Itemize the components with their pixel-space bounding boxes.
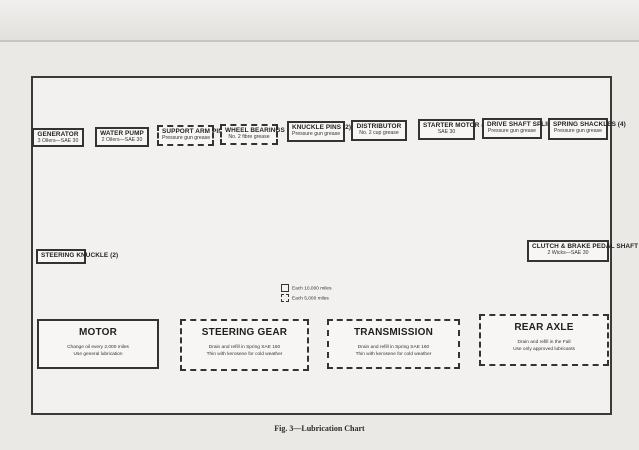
callout-support-arm-pins-sub: Pressure gun grease	[162, 135, 211, 141]
callout-water-pump-sub: 2 Oilers—SAE 30	[101, 137, 143, 143]
callout-knuckle-pins-sub: Pressure gun grease	[292, 131, 341, 137]
info-box-steering-gear-line2: Thin with kerosene for cold weather	[206, 352, 283, 357]
callout-drive-shaft-spline-sub: Pressure gun grease	[487, 128, 537, 134]
info-box-transmission-line1: Drain and refill in Spring SAE 160	[357, 345, 430, 350]
callout-water-pump-title: WATER PUMP	[100, 130, 144, 137]
callout-generator-sub: 3 Oilers—SAE 30	[37, 138, 79, 144]
info-box-motor-line1: Change oil every 2,000 miles	[67, 345, 129, 350]
legend-solid-swatch	[281, 284, 289, 292]
callout-distributor-title: DISTRIBUTOR	[356, 123, 402, 130]
interval-legend: Each 10,000 miles Each 5,000 miles	[281, 284, 331, 305]
callout-drive-shaft-spline-title: DRIVE SHAFT SPLINE	[487, 121, 557, 128]
legend-item-dashed: Each 5,000 miles	[281, 294, 331, 304]
info-box-motor-line2: Use general lubrication	[73, 352, 123, 357]
info-box-rear-axle: REAR AXLE Drain and refill in the Fall U…	[479, 314, 609, 366]
callout-knuckle-pins: KNUCKLE PINS (2) Pressure gun grease	[287, 121, 352, 142]
callout-starter-motor: STARTER MOTOR (1) SAE 30	[418, 119, 490, 140]
page-top-margin	[0, 0, 639, 42]
info-box-motor: MOTOR Change oil every 2,000 miles Use g…	[37, 319, 159, 369]
callout-distributor-sub: No. 2 cup grease	[359, 130, 399, 136]
callout-generator: GENERATOR 3 Oilers—SAE 30	[32, 128, 84, 147]
legend-solid-label: Each 10,000 miles	[292, 286, 332, 292]
callout-knuckle-pins-title: KNUCKLE PINS (2)	[292, 124, 352, 131]
legend-dashed-swatch	[281, 294, 289, 303]
callout-distributor: DISTRIBUTOR No. 2 cup grease	[351, 120, 407, 141]
callout-drive-shaft-spline: DRIVE SHAFT SPLINE Pressure gun grease	[482, 118, 557, 139]
info-box-transmission: TRANSMISSION Drain and refill in Spring …	[327, 319, 460, 369]
callout-support-arm-pins: SUPPORT ARM PINS (2) Pressure gun grease	[157, 125, 238, 146]
info-box-steering-gear: STEERING GEAR Drain and refill in Spring…	[180, 319, 309, 371]
info-box-steering-gear-line1: Drain and refill in Spring SAE 160	[208, 345, 281, 350]
callout-wheel-bearings-sub: No. 2 fibre grease	[228, 134, 270, 140]
callout-starter-motor-sub: SAE 30	[437, 129, 456, 135]
info-box-transmission-title: TRANSMISSION	[353, 327, 434, 338]
callout-wheel-bearings-title: WHEEL BEARINGS (4)	[225, 127, 295, 134]
info-box-steering-gear-title: STEERING GEAR	[201, 327, 288, 338]
callout-steering-knuckle-title: STEERING KNUCKLE (2)	[41, 252, 119, 259]
info-box-rear-axle-title: REAR AXLE	[514, 322, 574, 333]
callout-spring-shackles: SPRING SHACKLES (4) Pressure gun grease	[548, 118, 626, 140]
legend-item-solid: Each 10,000 miles	[281, 284, 331, 294]
callout-clutch-brake: CLUTCH & BRAKE PEDAL SHAFT 2 Wicks—SAE 3…	[527, 240, 639, 262]
callout-spring-shackles-sub: Pressure gun grease	[553, 128, 603, 134]
info-box-rear-axle-line2: Use only approved lubricants	[513, 347, 575, 352]
legend-dashed-label: Each 5,000 miles	[292, 296, 329, 302]
page-fold-line	[0, 40, 639, 42]
info-box-motor-title: MOTOR	[78, 327, 118, 338]
callout-clutch-brake-sub: 2 Wicks—SAE 30	[547, 250, 589, 256]
callout-support-arm-pins-title: SUPPORT ARM PINS (2)	[162, 128, 238, 135]
callout-spring-shackles-title: SPRING SHACKLES (4)	[553, 121, 626, 128]
callout-steering-knuckle: STEERING KNUCKLE (2)	[36, 249, 119, 264]
info-box-rear-axle-line1: Drain and refill in the Fall	[517, 340, 571, 345]
callout-generator-title: GENERATOR	[37, 131, 79, 138]
callout-starter-motor-title: STARTER MOTOR (1)	[423, 122, 490, 129]
callout-water-pump: WATER PUMP 2 Oilers—SAE 30	[95, 127, 149, 147]
figure-caption: Fig. 3—Lubrication Chart	[274, 424, 365, 433]
info-box-transmission-line2: Thin with kerosene for cold weather	[355, 352, 432, 357]
callout-clutch-brake-title: CLUTCH & BRAKE PEDAL SHAFT	[532, 243, 639, 250]
callout-wheel-bearings: WHEEL BEARINGS (4) No. 2 fibre grease	[220, 124, 295, 145]
